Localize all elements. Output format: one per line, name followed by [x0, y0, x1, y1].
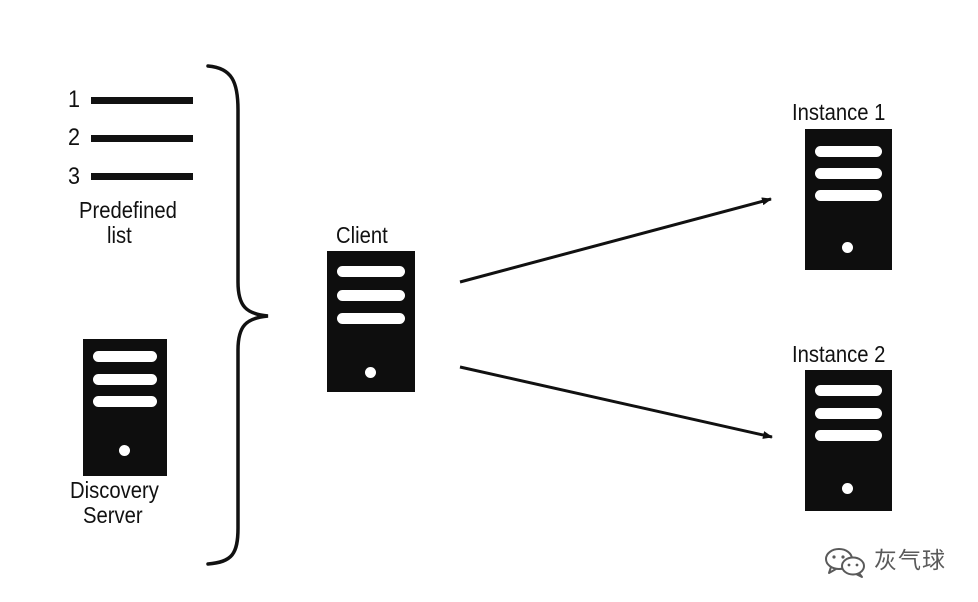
list-item-line [91, 97, 193, 104]
discovery-server-label: Discovery [70, 477, 159, 503]
list-item-number: 2 [68, 124, 81, 151]
instance-2-server-icon [805, 370, 892, 511]
instance-1-server-icon [805, 129, 892, 270]
list-item-number: 3 [68, 163, 81, 190]
wechat-icon [825, 548, 865, 578]
client-label: Client [336, 222, 388, 248]
arrow-client-to-instance-1 [459, 197, 772, 284]
watermark: 灰气球 [822, 545, 972, 579]
grouping-brace [206, 64, 269, 566]
arrow-client-to-instance-2 [459, 365, 773, 439]
watermark-text: 灰气球 [874, 548, 946, 574]
predefined-list-label: Predefined [79, 197, 177, 223]
list-item-line [91, 135, 193, 142]
list-item-number: 1 [68, 86, 81, 113]
list-item-line [91, 173, 193, 180]
client-server-icon [327, 251, 415, 392]
discovery-server-icon [83, 339, 167, 476]
predefined-list-label-line2: list [107, 222, 132, 248]
instance-1-label: Instance 1 [792, 99, 886, 125]
discovery-server-label-line2: Server [83, 502, 143, 528]
instance-2-label: Instance 2 [792, 341, 886, 367]
